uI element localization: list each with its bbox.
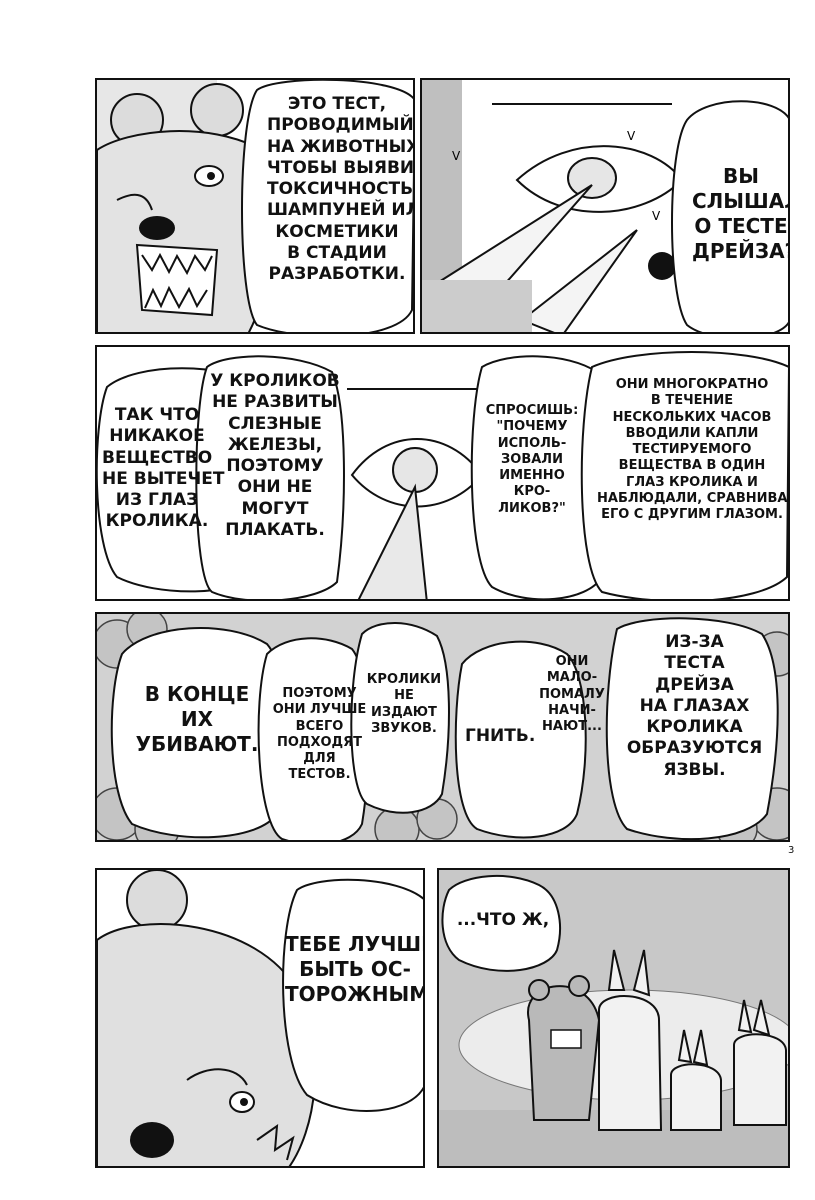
panel-eye-drop: ТАК ЧТО НИКАКОЕ ВЕЩЕСТВО НЕ ВЫТЕЧЕТ ИЗ Г… (95, 345, 790, 601)
svg-text:V: V (652, 209, 661, 223)
bubble-heard-of-test: ВЫ СЛЫШАЛИ О ТЕСТЕ ДРЕЙЗА? (692, 164, 790, 263)
bear-face-drawing (97, 80, 413, 332)
svg-text:V: V (452, 149, 461, 163)
svg-text:V: V (627, 129, 636, 143)
bubble-ulcers-form: ИЗ-ЗА ТЕСТА ДРЕЙЗА НА ГЛАЗАХ КРОЛИКА ОБР… (626, 632, 763, 780)
bubble-no-sounds: КРОЛИКИ НЕ ИЗДАЮТ ЗВУКОВ. (366, 672, 442, 736)
bubble-drize-definition: ЭТО ТЕСТ, ПРОВОДИМЫЙ НА ЖИВОТНЫХ, ЧТОБЫ … (267, 94, 415, 284)
bubble-test-procedure: ОНИ МНОГОКРАТНО В ТЕЧЕНИЕ НЕСКОЛЬКИХ ЧАС… (597, 377, 790, 522)
bear-warning-drawing (97, 870, 423, 1166)
bear-and-rabbits-drawing (439, 870, 788, 1166)
bubble-nothing-leaks: ТАК ЧТО НИКАКОЕ ВЕЩЕСТВО НЕ ВЫТЕЧЕТ ИЗ Г… (102, 405, 225, 532)
bubble-why-rabbits: СПРОСИШЬ: "ПОЧЕМУ ИСПОЛЬ- ЗОВАЛИ ИМЕННО … (485, 403, 579, 516)
panel-bear-explains: ЭТО ТЕСТ, ПРОВОДИМЫЙ НА ЖИВОТНЫХ, ЧТОБЫ … (95, 78, 415, 334)
bubble-killed-in-end: В КОНЦЕ ИХ УБИВАЮТ. (135, 682, 259, 756)
page-number: 3 (788, 845, 795, 856)
panel-bushes-narration: В КОНЦЕ ИХ УБИВАЮТ. ПОЭТОМУ ОНИ ЛУЧШЕ ВС… (95, 612, 790, 842)
panel-bear-warning: ТЕБЕ ЛУЧШЕ БЫТЬ ОС- ТОРОЖНЫМ. (95, 868, 425, 1168)
bubble-be-careful: ТЕБЕ ЛУЧШЕ БЫТЬ ОС- ТОРОЖНЫМ. (285, 932, 425, 1006)
eye-with-needles-drawing: V V V (422, 80, 788, 332)
bubble-well: ...ЧТО Ж, (456, 910, 550, 930)
bubble-slowly-begin: ОНИ МАЛО- ПОМАЛУ НАЧИ- НАЮТ... (539, 654, 605, 734)
bushes-background-drawing (97, 614, 788, 840)
bubble-best-for-tests: ПОЭТОМУ ОНИ ЛУЧШЕ ВСЕГО ПОДХОДЯТ ДЛЯ ТЕС… (272, 686, 367, 783)
bubble-no-tear-glands: У КРОЛИКОВ НЕ РАЗВИТЫ СЛЕЗНЫЕ ЖЕЛЕЗЫ, ПО… (210, 371, 340, 540)
panel-bear-rabbits: ...ЧТО Ж, (437, 868, 790, 1168)
bubble-rot: ГНИТЬ. (465, 726, 536, 746)
panel-eye-needle: V V V ВЫ СЛЫШАЛИ О ТЕСТЕ ДРЕЙЗА? (420, 78, 790, 334)
eye-drop-drawing (97, 347, 788, 599)
